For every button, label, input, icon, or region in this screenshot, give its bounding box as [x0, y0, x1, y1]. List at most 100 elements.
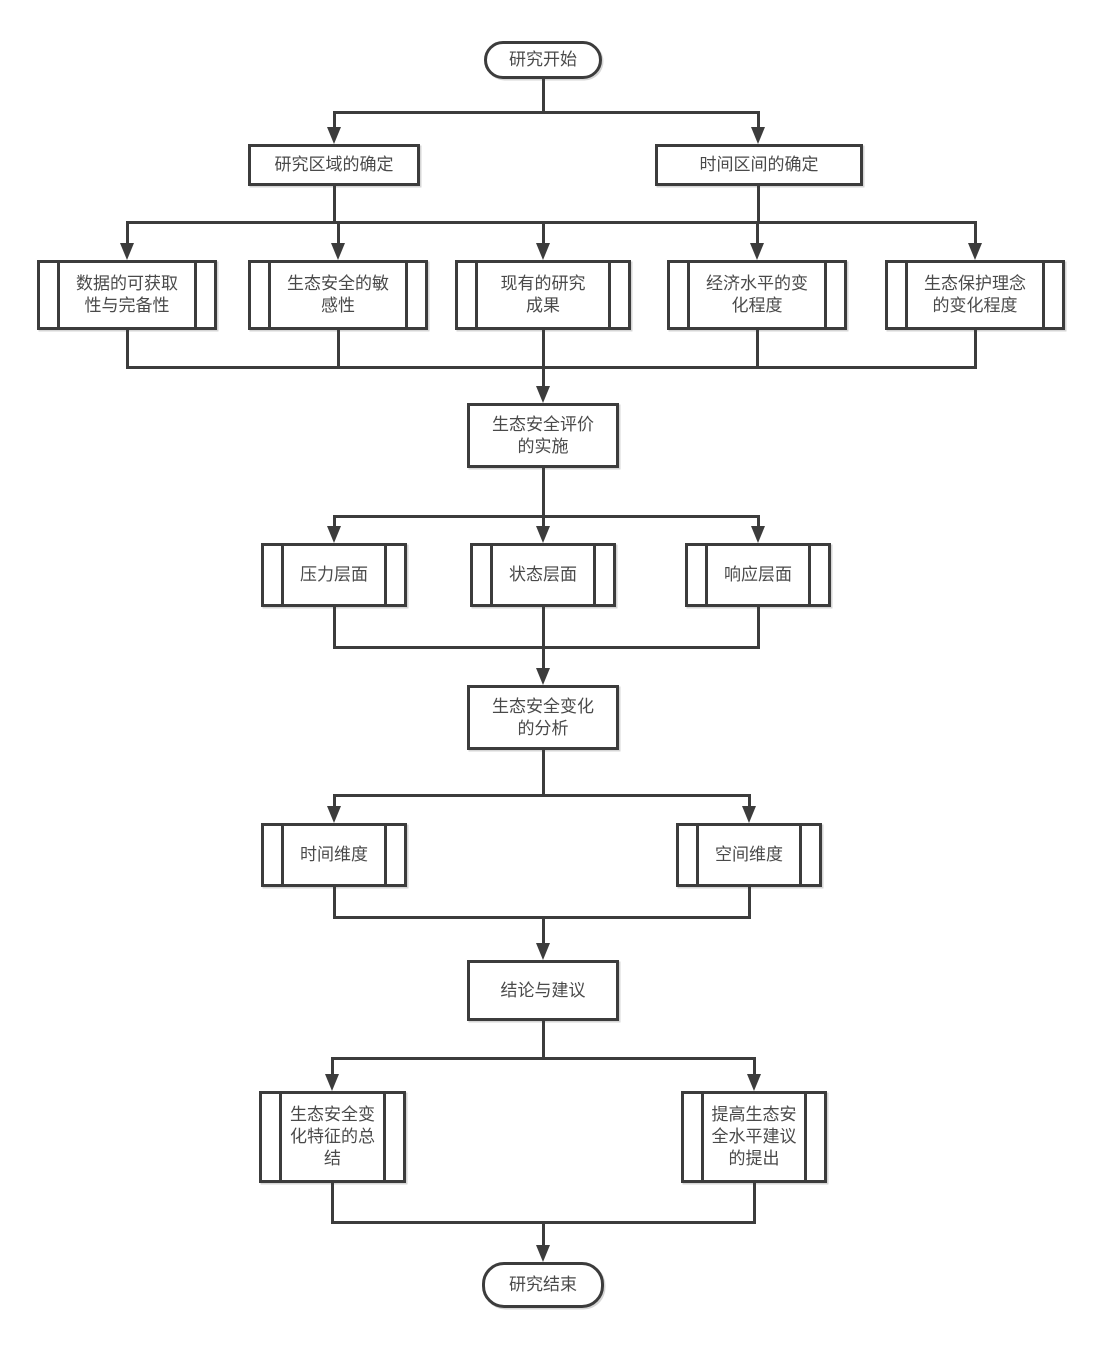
- node-label: 生态保护理念 的变化程度: [924, 274, 1026, 316]
- predefined-bar-left: [281, 826, 284, 884]
- node-start: 研究开始: [484, 41, 602, 79]
- node-label: 现有的研究 成果: [500, 274, 586, 316]
- node-label: 提高生态安 全水平建议 的提出: [711, 1105, 797, 1169]
- connector: [333, 887, 336, 918]
- connector: [542, 366, 545, 388]
- connector: [542, 1021, 545, 1059]
- arrowhead-down: [327, 526, 341, 543]
- arrowhead-down: [327, 806, 341, 823]
- node-region: 研究区域的确定: [248, 144, 420, 186]
- connector: [756, 330, 759, 368]
- node-concept-change: 生态保护理念 的变化程度: [885, 260, 1065, 330]
- predefined-bar-right: [383, 1094, 386, 1180]
- predefined-bar-right: [808, 546, 811, 604]
- predefined-bar-left: [475, 263, 478, 327]
- connector: [126, 366, 977, 369]
- connector: [542, 221, 545, 243]
- connector: [542, 916, 545, 945]
- arrowhead-down: [751, 127, 765, 144]
- connector: [748, 794, 751, 808]
- arrowhead-down: [536, 943, 550, 960]
- connector: [337, 221, 340, 243]
- node-label: 结论与建议: [500, 980, 586, 1001]
- connector: [757, 111, 760, 130]
- connector: [756, 221, 759, 243]
- predefined-bar-right: [1042, 263, 1045, 327]
- predefined-bar-left: [57, 263, 60, 327]
- node-evaluation: 生态安全评价 的实施: [467, 403, 619, 468]
- connector: [753, 1183, 756, 1224]
- node-label: 状态层面: [509, 565, 577, 585]
- node-state: 状态层面: [470, 543, 616, 607]
- connector: [542, 330, 545, 368]
- predefined-bar-left: [905, 263, 908, 327]
- connector: [542, 79, 545, 112]
- node-label: 研究区域的确定: [274, 155, 394, 175]
- connector: [974, 221, 977, 243]
- predefined-bar-left: [490, 546, 493, 604]
- node-label: 压力层面: [300, 565, 368, 585]
- predefined-bar-right: [804, 1094, 807, 1180]
- connector: [333, 607, 336, 648]
- node-time-dimension: 时间维度: [261, 823, 407, 887]
- connector: [331, 1057, 334, 1076]
- predefined-bar-right: [405, 263, 408, 327]
- node-label: 研究开始: [509, 50, 577, 70]
- node-pressure: 压力层面: [261, 543, 407, 607]
- predefined-bar-left: [705, 546, 708, 604]
- node-space-dimension: 空间维度: [676, 823, 822, 887]
- connector: [757, 515, 760, 528]
- predefined-bar-right: [608, 263, 611, 327]
- node-label: 时间区间的确定: [699, 155, 819, 175]
- arrowhead-down: [536, 243, 550, 260]
- predefined-bar-left: [687, 263, 690, 327]
- arrowhead-down: [327, 127, 341, 144]
- predefined-bar-left: [701, 1094, 704, 1180]
- connector: [542, 515, 545, 528]
- arrowhead-down: [536, 386, 550, 403]
- node-economic-change: 经济水平的变 化程度: [667, 260, 847, 330]
- node-summary: 生态安全变 化特征的总 结: [259, 1091, 406, 1183]
- node-label: 响应层面: [724, 565, 792, 585]
- node-label: 生态安全评价 的实施: [492, 414, 594, 457]
- connector: [542, 1221, 545, 1247]
- node-label: 经济水平的变 化程度: [706, 274, 808, 316]
- arrowhead-down: [536, 668, 550, 685]
- connector: [333, 515, 336, 528]
- node-label: 生态安全变 化特征的总 结: [290, 1105, 375, 1169]
- node-response: 响应层面: [685, 543, 831, 607]
- connector: [974, 330, 977, 368]
- connector: [542, 750, 545, 796]
- arrowhead-down: [325, 1074, 339, 1091]
- predefined-bar-right: [194, 263, 197, 327]
- connector: [333, 646, 760, 649]
- connector: [748, 887, 751, 918]
- node-label: 研究结束: [509, 1275, 577, 1295]
- predefined-bar-right: [824, 263, 827, 327]
- predefined-bar-right: [799, 826, 802, 884]
- node-existing-results: 现有的研究 成果: [455, 260, 631, 330]
- node-label: 数据的可获取 性与完备性: [76, 274, 178, 316]
- connector: [126, 221, 129, 243]
- connector: [331, 1057, 756, 1060]
- arrowhead-down: [120, 243, 134, 260]
- predefined-bar-left: [268, 263, 271, 327]
- arrowhead-down: [751, 526, 765, 543]
- node-label: 时间维度: [300, 845, 368, 865]
- arrowhead-down: [331, 243, 345, 260]
- connector: [333, 794, 336, 808]
- predefined-bar-left: [281, 546, 284, 604]
- connector: [542, 468, 545, 517]
- arrowhead-down: [747, 1074, 761, 1091]
- node-proposal: 提高生态安 全水平建议 的提出: [681, 1091, 827, 1183]
- connector: [333, 794, 751, 797]
- connector: [333, 515, 760, 518]
- node-eco-sensitivity: 生态安全的敏 感性: [248, 260, 428, 330]
- node-conclusion: 结论与建议: [467, 960, 619, 1021]
- connector: [331, 1183, 334, 1224]
- predefined-bar-right: [384, 826, 387, 884]
- arrowhead-down: [536, 1245, 550, 1262]
- predefined-bar-left: [696, 826, 699, 884]
- connector: [542, 646, 545, 670]
